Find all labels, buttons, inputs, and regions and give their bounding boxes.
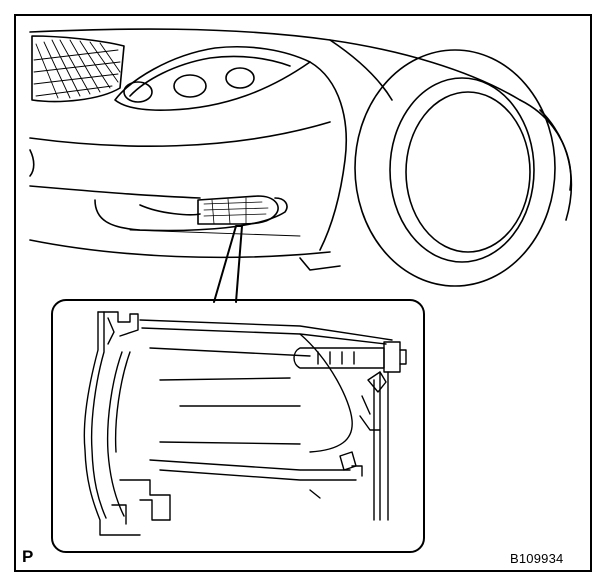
callout-pointer (213, 225, 243, 303)
detail-inset-frame (51, 299, 425, 553)
figure-code: B109934 (510, 551, 564, 566)
fog-lamp-section (83, 311, 407, 536)
car-front-illustration (29, 28, 573, 287)
corner-letter: P (22, 547, 34, 566)
figure-frame (14, 14, 592, 572)
